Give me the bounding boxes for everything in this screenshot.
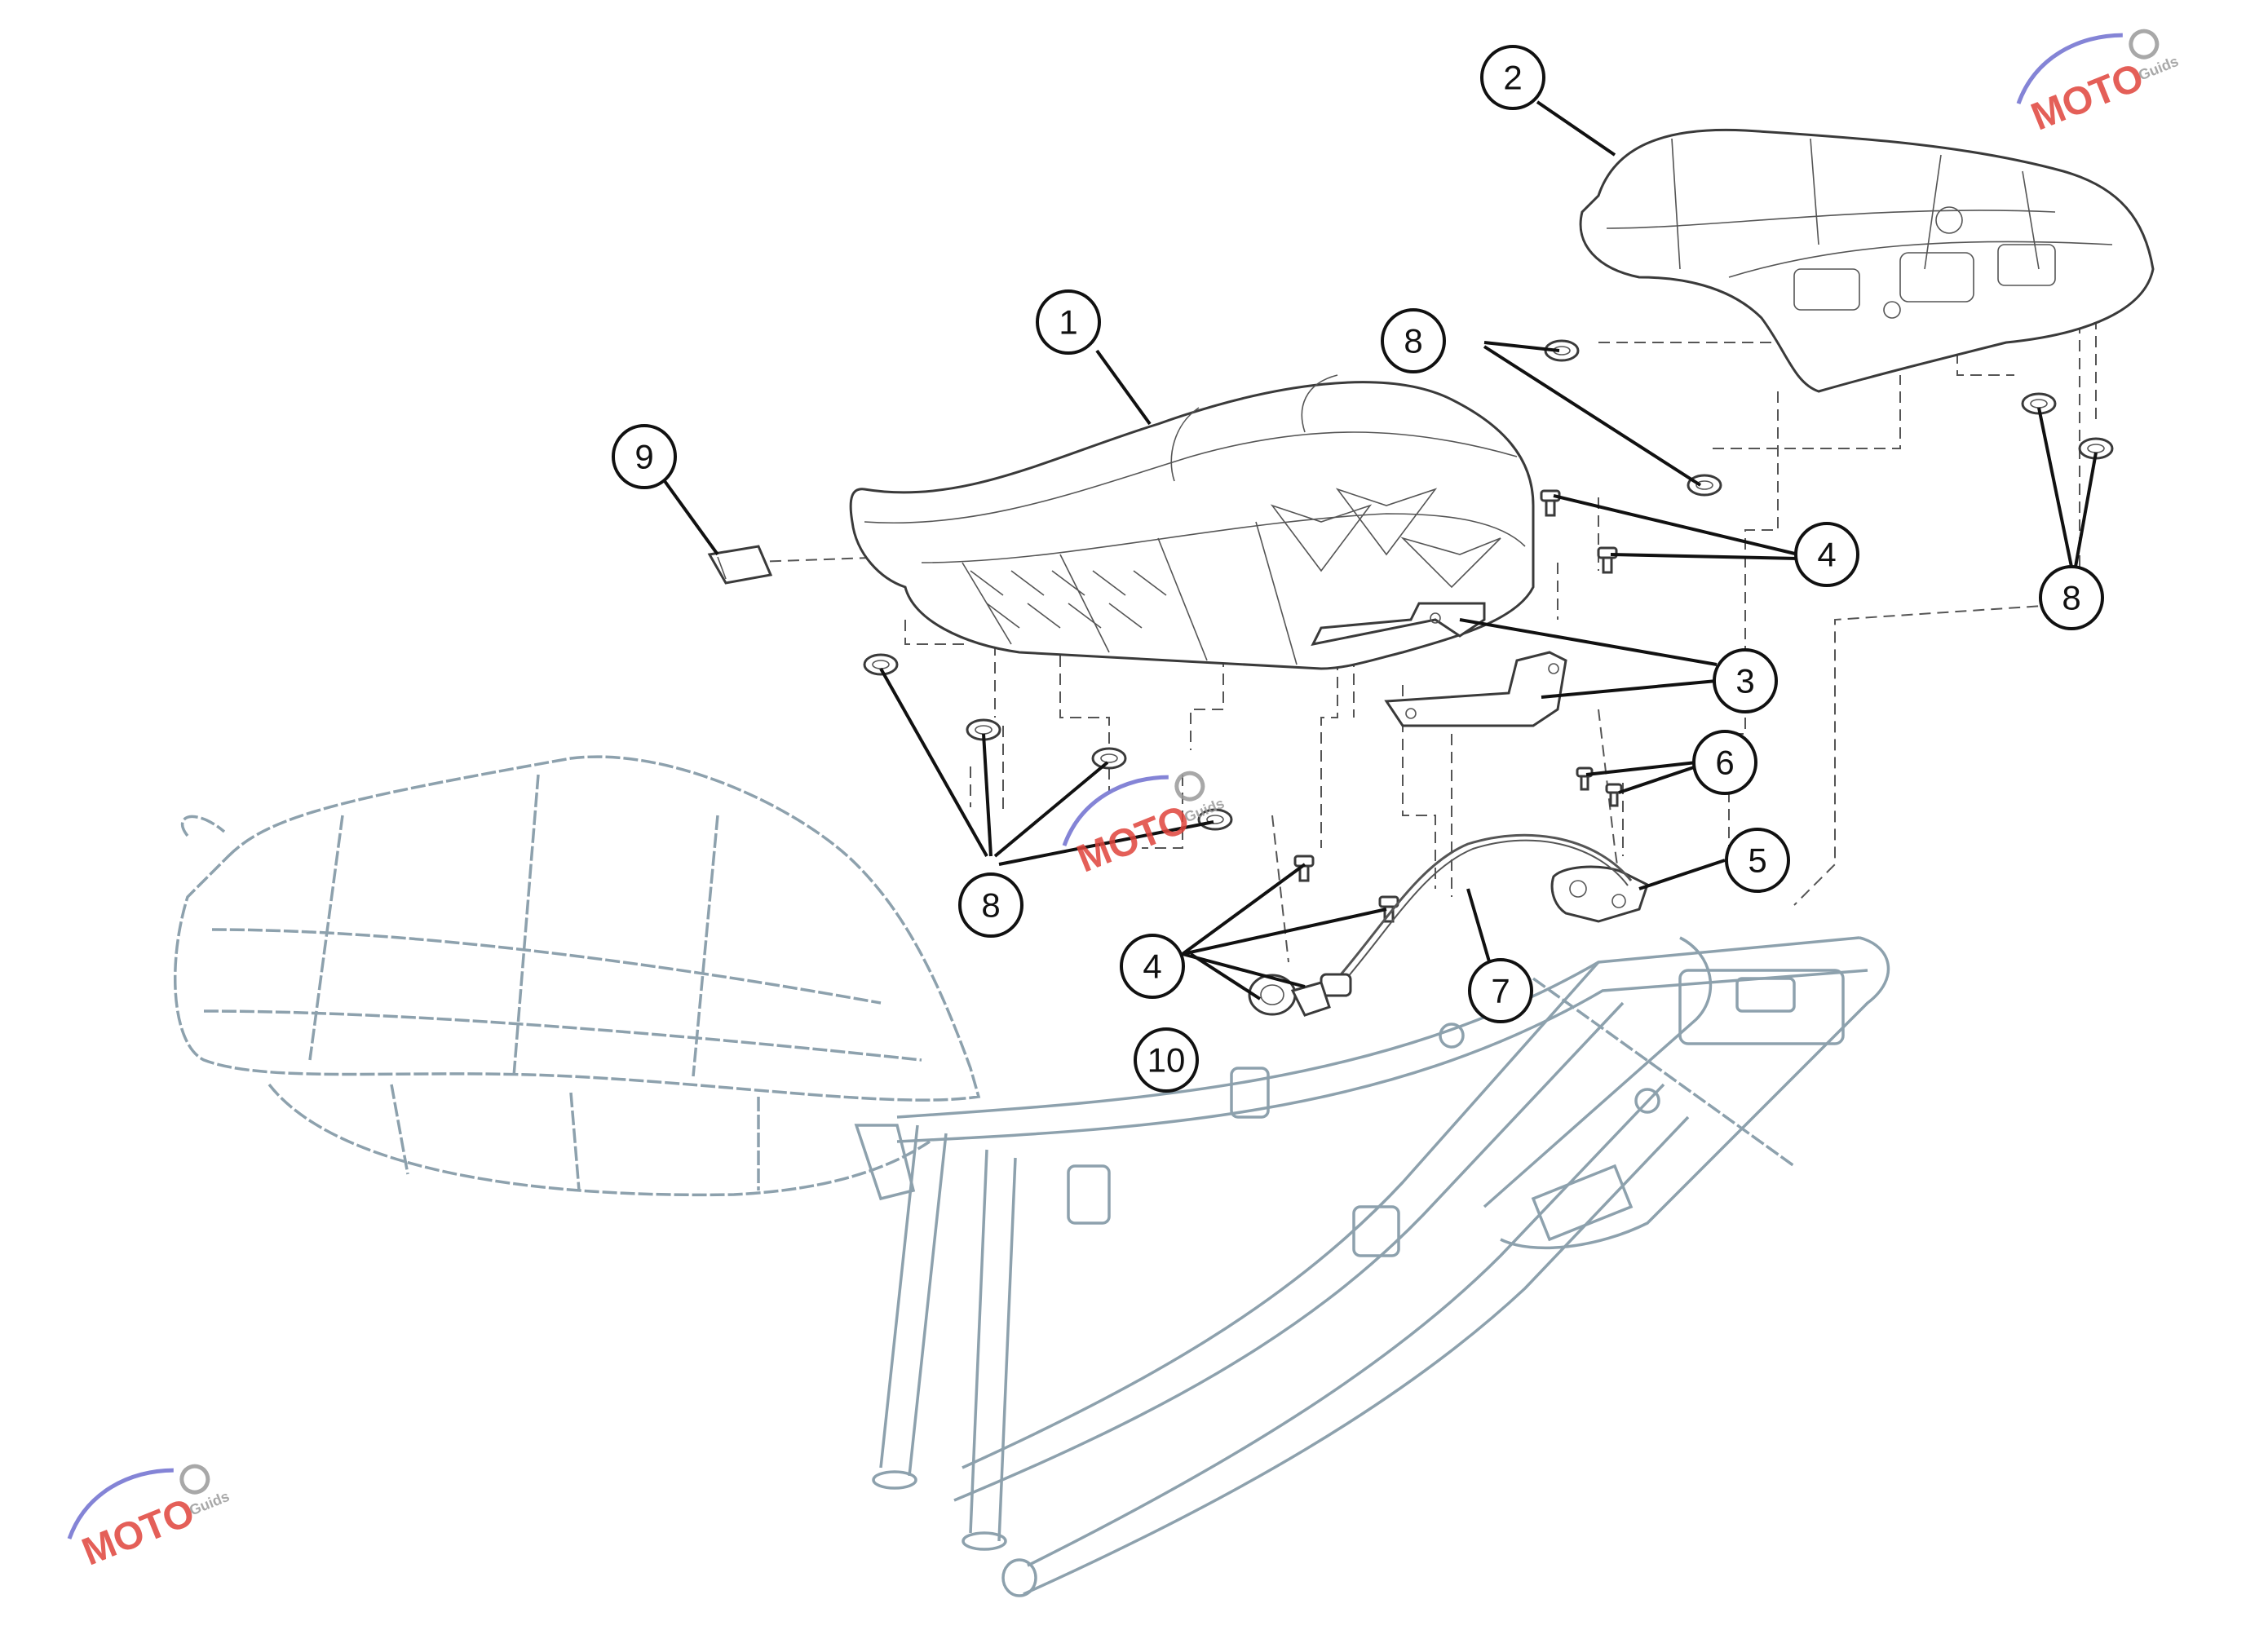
screw xyxy=(1605,783,1623,807)
seat-latch-part-5 xyxy=(1550,865,1649,923)
bolt xyxy=(1597,546,1618,574)
mounting-brackets-part-3 xyxy=(1311,602,1567,727)
callout-label: 2 xyxy=(1503,59,1522,97)
callout-3: 3 xyxy=(1713,648,1778,713)
callout-label: 10 xyxy=(1147,1041,1186,1080)
callout-1: 1 xyxy=(1036,289,1101,355)
callout-8-left: 8 xyxy=(958,872,1023,938)
watermark-logo-top-right: MOTO Guids xyxy=(2016,29,2181,139)
callouts: 1 2 3 4 4 5 6 7 8 8 8 9 10 xyxy=(612,45,2104,1093)
rider-seat-part-1 xyxy=(849,374,1535,670)
grommet xyxy=(1091,747,1127,770)
grommets-part-8 xyxy=(863,339,2114,831)
watermark-text: MOTO xyxy=(1072,797,1196,881)
bolt xyxy=(1540,489,1561,517)
motorcycle-frame xyxy=(174,755,1890,1597)
callout-5: 5 xyxy=(1725,828,1790,893)
gear-icon xyxy=(179,1464,210,1495)
leader-lines xyxy=(663,100,2098,1000)
callout-label: 8 xyxy=(981,886,1000,925)
screw xyxy=(1576,766,1594,791)
callout-10: 10 xyxy=(1134,1027,1199,1093)
callout-label: 4 xyxy=(1817,536,1836,574)
callout-label: 5 xyxy=(1748,841,1766,880)
callout-label: 4 xyxy=(1143,947,1161,986)
lock-barrel-part-10 xyxy=(1248,974,1331,1017)
watermark-text: MOTO xyxy=(2026,55,2151,139)
callout-label: 9 xyxy=(634,438,653,476)
gear-icon xyxy=(2129,29,2160,60)
callout-4-bottom: 4 xyxy=(1120,934,1185,999)
clip-part-9 xyxy=(707,545,773,585)
callout-4-top: 4 xyxy=(1794,522,1859,587)
callout-label: 7 xyxy=(1491,972,1510,1010)
grommet xyxy=(863,653,899,676)
watermark-logo-center: MOTO Guids xyxy=(1062,771,1227,881)
gear-icon xyxy=(1174,771,1205,802)
grommet xyxy=(1687,474,1722,497)
callout-8-right: 8 xyxy=(2039,565,2104,630)
callout-label: 8 xyxy=(1404,322,1422,360)
callout-8-top: 8 xyxy=(1381,308,1446,373)
callout-label: 1 xyxy=(1059,303,1077,342)
screws-part-6 xyxy=(1576,766,1623,807)
callout-label: 8 xyxy=(2062,579,2080,617)
callout-label: 3 xyxy=(1735,662,1754,700)
release-cable-part-7 xyxy=(1320,833,1633,997)
callout-9: 9 xyxy=(612,424,677,489)
callout-2: 2 xyxy=(1480,45,1545,110)
callout-label: 6 xyxy=(1715,744,1734,782)
callout-7: 7 xyxy=(1468,958,1533,1023)
watermark-text: MOTO xyxy=(77,1491,201,1575)
watermark-logo-bottom-left: MOTO Guids xyxy=(67,1464,232,1575)
passenger-seat-part-2 xyxy=(1579,128,2155,393)
callout-6: 6 xyxy=(1692,730,1757,795)
